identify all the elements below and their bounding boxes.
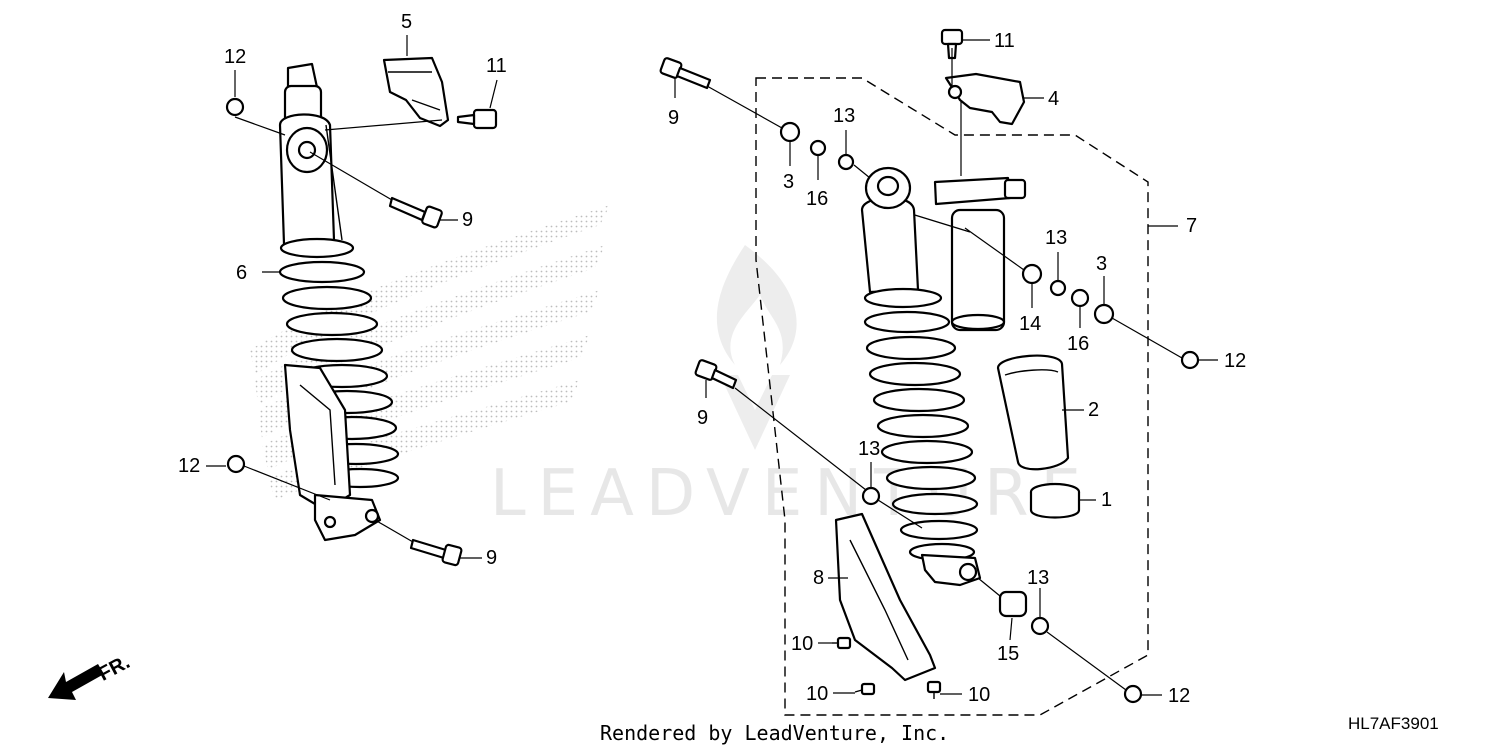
callout-12-top-left: 12	[224, 46, 246, 68]
callout-13-mid: 13	[858, 438, 880, 460]
part-3-collar-top	[779, 121, 801, 143]
part-7-assembly-boundary	[755, 77, 1149, 716]
part-11-bolt-left	[456, 108, 498, 130]
part-8-guard	[834, 512, 937, 682]
left-shock-assembly	[278, 62, 400, 542]
callout-9-upper-left: 9	[462, 209, 473, 231]
part-9-bolt-upper-left	[388, 196, 443, 229]
render-credit: Rendered by LeadVenture, Inc.	[600, 721, 949, 745]
callout-15: 15	[997, 643, 1019, 665]
part-1-ring	[1029, 482, 1081, 519]
callout-16-right: 16	[1067, 333, 1089, 355]
part-12-nut-mid-left	[226, 454, 246, 474]
part-12-nut-right-upper	[1180, 350, 1200, 370]
part-13-ring-right	[1049, 279, 1067, 297]
callout-7: 7	[1186, 215, 1197, 237]
callout-11-left: 11	[486, 55, 507, 77]
callout-10-b: 10	[806, 683, 828, 705]
part-10-screw-b	[854, 682, 876, 696]
part-3-collar-right	[1093, 303, 1115, 325]
callout-13-right: 13	[1045, 227, 1067, 249]
part-16-washer-right	[1070, 288, 1090, 308]
part-10-screw-a	[832, 636, 852, 650]
callout-14: 14	[1019, 313, 1041, 335]
callout-10-a: 10	[791, 633, 813, 655]
front-direction-label: FR.	[95, 651, 134, 686]
part-9-bolt-lower-left	[409, 538, 463, 567]
front-direction-arrow-icon: FR.	[48, 651, 134, 700]
part-4-bracket	[944, 72, 1026, 126]
part-16-washer-top	[809, 139, 827, 157]
callout-9-top: 9	[668, 107, 679, 129]
part-9-bolt-mid	[694, 359, 738, 390]
callout-3-right: 3	[1096, 253, 1107, 275]
callout-9-mid: 9	[697, 407, 708, 429]
callout-11-right: 11	[994, 30, 1015, 52]
part-12-nut-top-left	[225, 97, 245, 117]
callout-13-top: 13	[833, 105, 855, 127]
part-11-bolt-right	[940, 28, 964, 60]
part-13-ring-bottom	[1030, 616, 1050, 636]
part-12-nut-right-lower	[1123, 684, 1143, 704]
callout-8: 8	[813, 567, 824, 589]
callout-16-top: 16	[806, 188, 828, 210]
callout-12-mid-left: 12	[178, 455, 200, 477]
part-5-cover	[382, 56, 450, 128]
callout-6: 6	[236, 262, 247, 284]
callout-3-top: 3	[783, 171, 794, 193]
diagram-code: HL7AF3901	[1348, 714, 1439, 733]
watermark-flame-logo	[716, 245, 797, 450]
callout-1: 1	[1101, 489, 1112, 511]
watermark-text: LEADVENTURE	[490, 457, 1093, 531]
callout-12-right-lower: 12	[1168, 685, 1190, 707]
part-13-ring-top	[837, 153, 855, 171]
part-10-screw-c	[926, 680, 942, 699]
part-2-dust-boot	[996, 354, 1070, 471]
callout-2: 2	[1088, 399, 1099, 421]
part-9-bolt-top	[659, 57, 712, 90]
callout-4: 4	[1048, 88, 1059, 110]
right-shock-assembly	[860, 166, 1027, 587]
callout-9-lower-left: 9	[486, 547, 497, 569]
part-15-bushing	[998, 590, 1028, 618]
callout-10-c: 10	[968, 684, 990, 706]
callout-12-right-upper: 12	[1224, 350, 1246, 372]
callout-13-bottom: 13	[1027, 567, 1049, 589]
callout-5: 5	[401, 11, 412, 33]
part-14-bushing	[1021, 263, 1043, 285]
part-13-ring-mid	[861, 486, 881, 506]
